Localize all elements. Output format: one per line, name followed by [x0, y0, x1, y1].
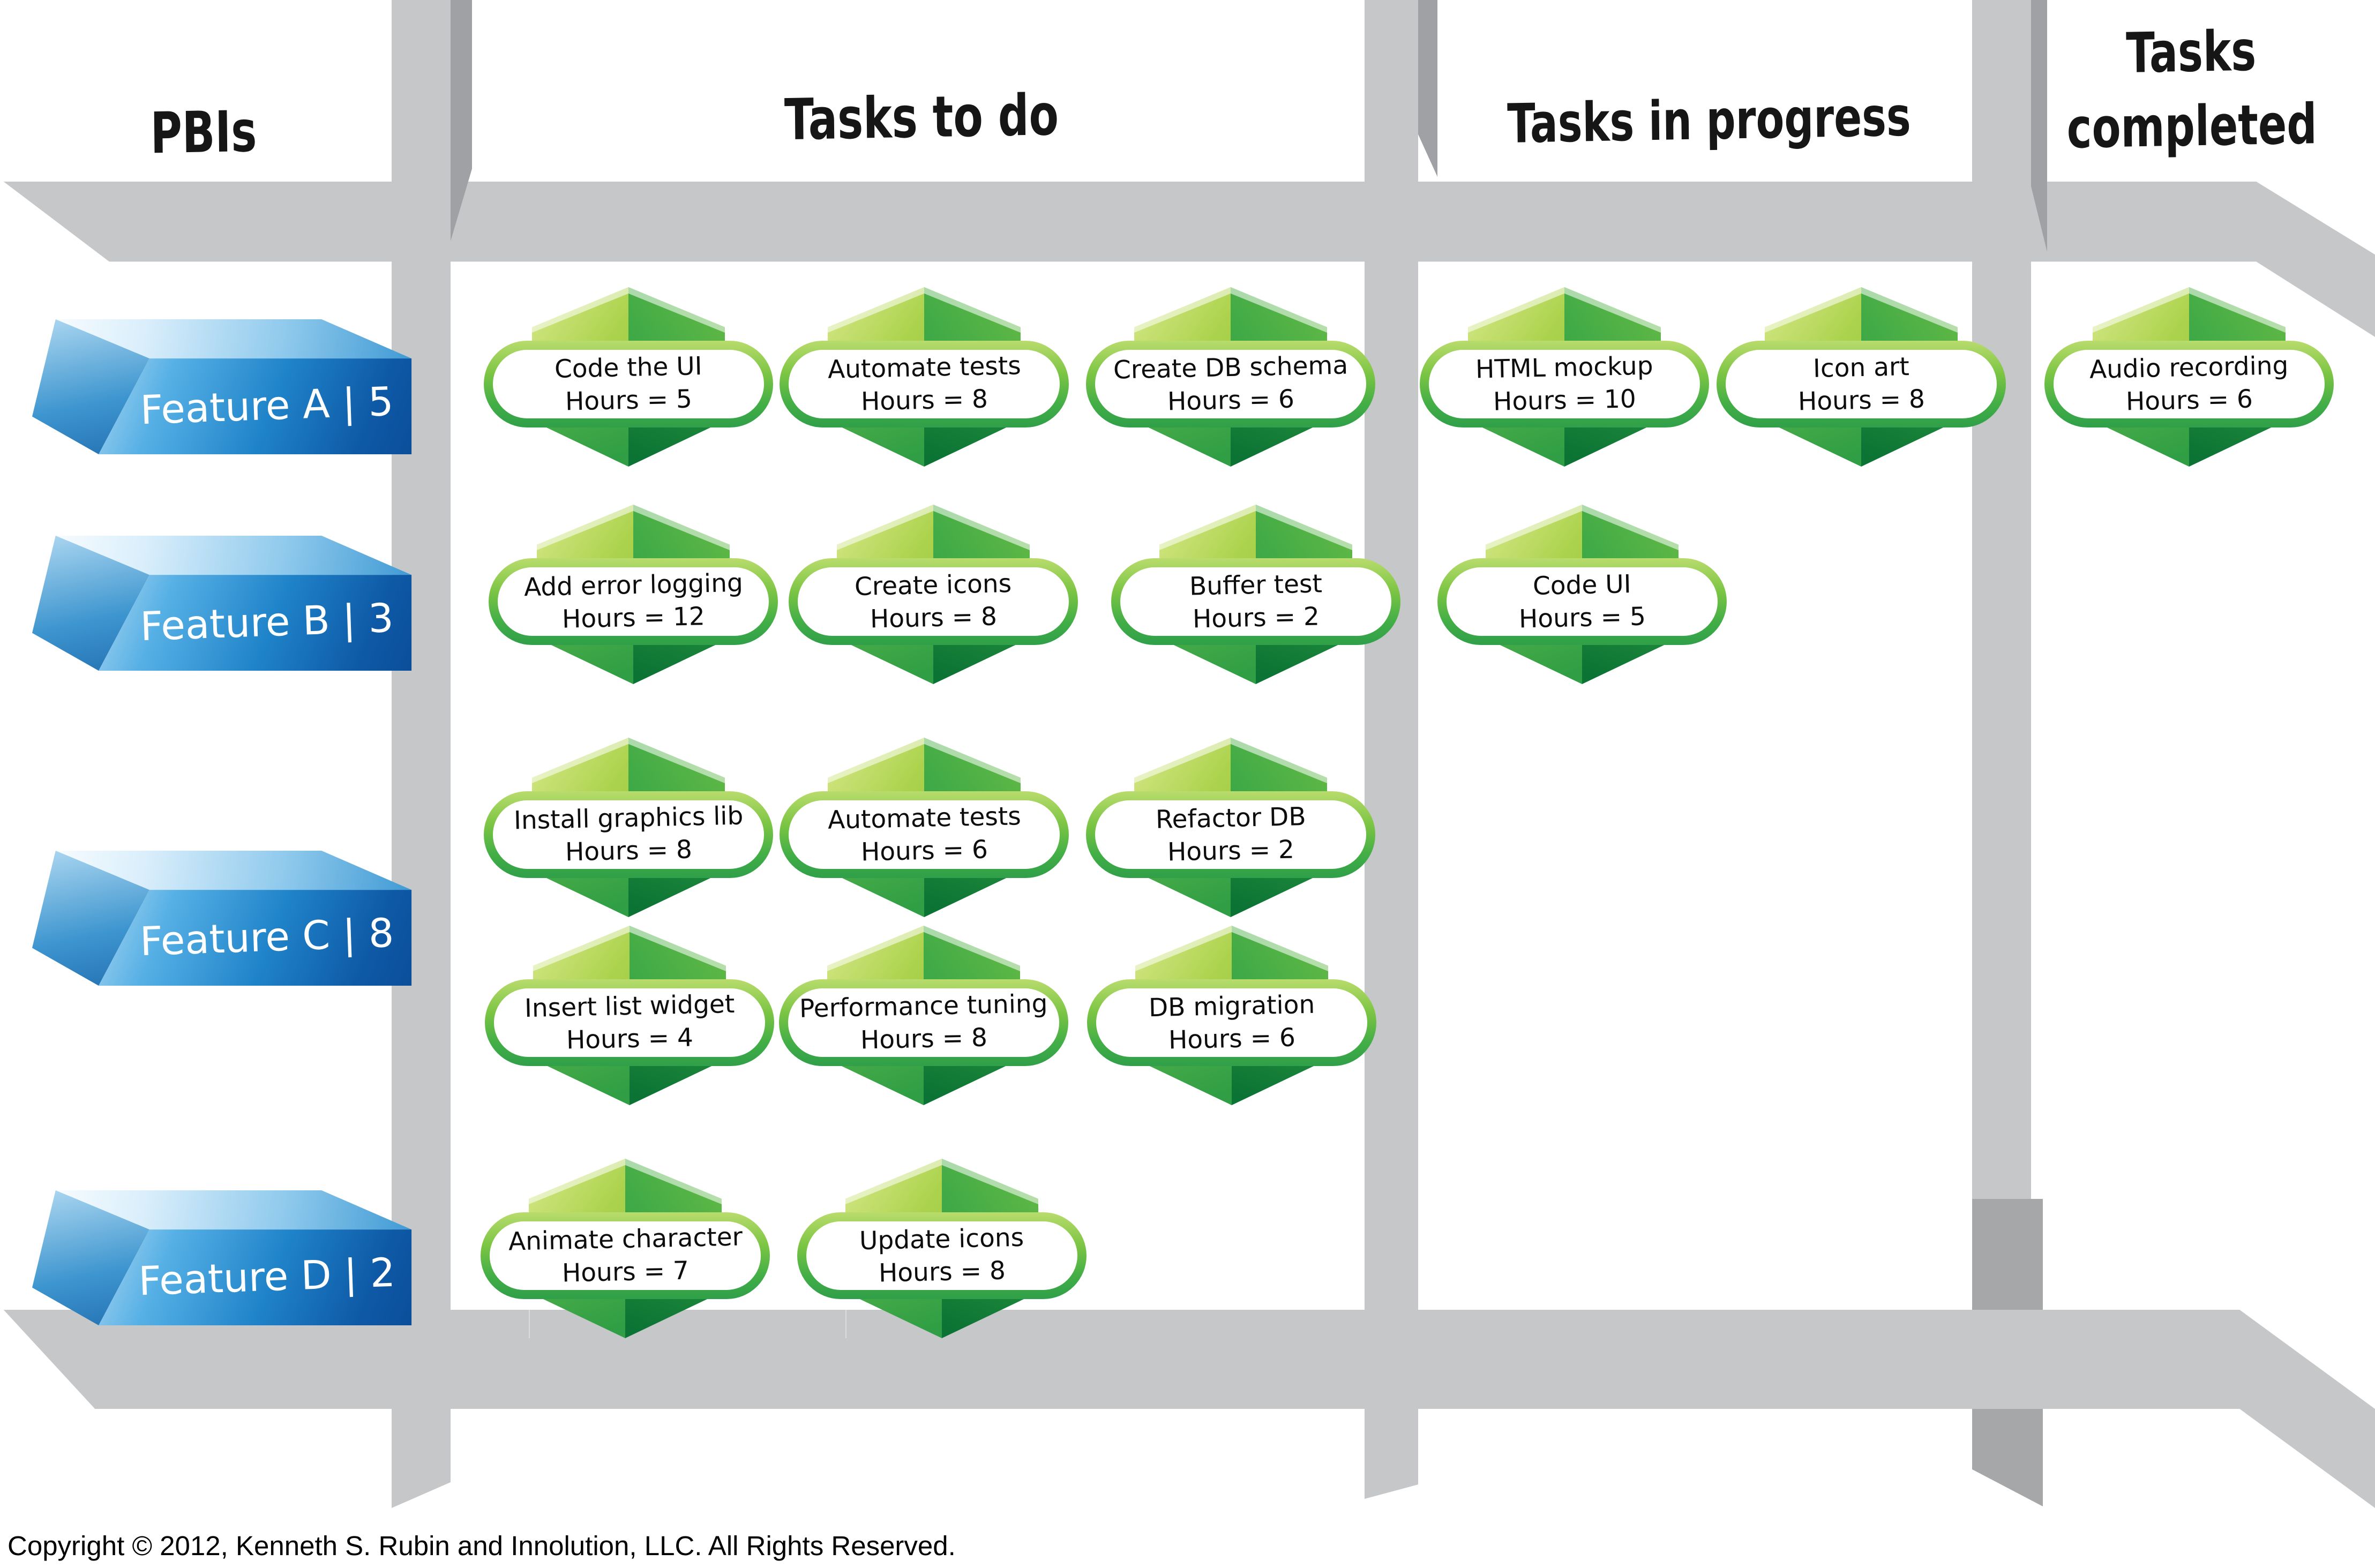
task-card[interactable]: Add error logging Hours = 12 — [489, 505, 778, 687]
task-pill: Add error logging Hours = 12 — [489, 558, 778, 645]
task-pill: Animate character Hours = 7 — [481, 1212, 770, 1299]
divider-beam-edge — [1418, 0, 1437, 177]
task-card[interactable]: Automate tests Hours = 6 — [780, 738, 1069, 920]
task-title: DB migration — [1148, 989, 1315, 1023]
task-pill: DB migration Hours = 6 — [1087, 979, 1376, 1066]
task-pill: Install graphics lib Hours = 8 — [484, 791, 773, 878]
task-title: Buffer test — [1189, 569, 1323, 602]
pbi-box-front-face — [99, 1229, 412, 1325]
pbi-label: Feature C | 8 — [139, 910, 395, 965]
task-title: HTML mockup — [1475, 351, 1654, 385]
pbi-label: Feature A | 5 — [139, 379, 394, 434]
divider-beam-pbis-todo — [392, 0, 451, 1409]
task-pill: Code the UI Hours = 5 — [484, 341, 773, 427]
task-hours: Hours = 6 — [1167, 384, 1294, 417]
task-hours: Hours = 6 — [860, 835, 988, 867]
task-hours: Hours = 5 — [1518, 602, 1646, 634]
task-hours: Hours = 8 — [870, 602, 997, 634]
task-title: Automate tests — [827, 801, 1021, 835]
task-hours: Hours = 8 — [860, 384, 988, 417]
task-hours: Hours = 8 — [565, 835, 692, 867]
task-pill: Buffer test Hours = 2 — [1111, 558, 1400, 645]
task-pill: Performance tuning Hours = 8 — [779, 979, 1068, 1066]
task-card[interactable]: Animate character Hours = 7 — [481, 1159, 770, 1341]
task-card[interactable]: Create icons Hours = 8 — [789, 505, 1078, 687]
task-pill: HTML mockup Hours = 10 — [1420, 341, 1709, 427]
task-pill: Audio recording Hours = 6 — [2044, 341, 2334, 427]
task-card[interactable]: Create DB schema Hours = 6 — [1086, 287, 1375, 469]
task-card[interactable]: Automate tests Hours = 8 — [780, 287, 1069, 469]
task-card[interactable]: Insert list widget Hours = 4 — [485, 926, 774, 1108]
task-hours: Hours = 2 — [1167, 835, 1294, 867]
task-hours: Hours = 8 — [1797, 384, 1925, 417]
task-pill: Automate tests Hours = 8 — [780, 341, 1069, 427]
task-card[interactable]: HTML mockup Hours = 10 — [1420, 287, 1709, 469]
divider-beam-todo-inprogress — [1365, 0, 1418, 1409]
task-hours: Hours = 8 — [878, 1256, 1006, 1288]
task-card[interactable]: Code UI Hours = 5 — [1437, 505, 1727, 687]
pbi-label: Feature D | 2 — [138, 1250, 396, 1305]
column-header-tasks-completed: Tasks completed — [2066, 19, 2318, 161]
task-card[interactable]: Buffer test Hours = 2 — [1111, 505, 1400, 687]
pbi-box-front-face — [99, 358, 412, 454]
task-pill: Create DB schema Hours = 6 — [1086, 341, 1375, 427]
task-hours: Hours = 12 — [561, 602, 705, 634]
task-hours: Hours = 6 — [2125, 384, 2253, 417]
task-pill: Automate tests Hours = 6 — [780, 791, 1069, 878]
task-hours: Hours = 8 — [860, 1023, 987, 1055]
task-title: Code the UI — [554, 351, 703, 384]
divider-beam-shaded-segment — [1972, 1199, 2043, 1310]
task-title: Automate tests — [827, 351, 1021, 385]
divider-beam-inprogress-completed — [1972, 0, 2031, 1409]
task-pill: Icon art Hours = 8 — [1717, 341, 2006, 427]
copyright-notice: Copyright © 2012, Kenneth S. Rubin and I… — [8, 1531, 956, 1561]
task-pill: Create icons Hours = 8 — [789, 558, 1078, 645]
task-title: Insert list widget — [524, 989, 735, 1024]
task-card[interactable]: Performance tuning Hours = 8 — [779, 926, 1068, 1108]
task-pill: Code UI Hours = 5 — [1437, 558, 1727, 645]
pbi-box-feature-c[interactable]: Feature C | 8 — [32, 851, 423, 986]
task-title: Code UI — [1532, 569, 1632, 601]
task-hours: Hours = 6 — [1168, 1023, 1295, 1055]
divider-beam-tail — [1365, 1409, 1418, 1499]
task-title: Icon art — [1812, 352, 1910, 384]
pbi-box-front-face — [99, 575, 412, 671]
pbi-box-feature-d[interactable]: Feature D | 2 — [32, 1190, 423, 1325]
task-title: Refactor DB — [1155, 802, 1306, 835]
task-card[interactable]: Code the UI Hours = 5 — [484, 287, 773, 469]
task-title: Install graphics lib — [513, 801, 744, 836]
pbi-box-feature-a[interactable]: Feature A | 5 — [32, 319, 423, 454]
task-pill: Insert list widget Hours = 4 — [485, 979, 774, 1066]
task-hours: Hours = 2 — [1192, 602, 1320, 634]
column-header-tasks-to-do: Tasks to do — [784, 81, 1059, 153]
task-card[interactable]: DB migration Hours = 6 — [1087, 926, 1376, 1108]
task-card[interactable]: Refactor DB Hours = 2 — [1086, 738, 1375, 920]
task-hours: Hours = 7 — [561, 1256, 689, 1288]
divider-beam-tail — [1972, 1409, 2043, 1506]
task-title: Add error logging — [523, 568, 743, 603]
column-header-tasks-in-progress: Tasks in progress — [1507, 85, 1912, 155]
pbi-box-feature-b[interactable]: Feature B | 3 — [32, 536, 423, 671]
task-card[interactable]: Audio recording Hours = 6 — [2044, 287, 2334, 469]
pbi-label: Feature B | 3 — [139, 595, 394, 650]
task-hours: Hours = 4 — [566, 1023, 693, 1055]
task-title: Animate character — [508, 1222, 743, 1257]
task-pill: Update icons Hours = 8 — [797, 1212, 1087, 1299]
task-card[interactable]: Icon art Hours = 8 — [1717, 287, 2006, 469]
task-hours: Hours = 5 — [565, 384, 692, 417]
divider-beam-tail — [392, 1409, 451, 1508]
task-title: Performance tuning — [799, 989, 1048, 1024]
column-header-pbis: PBIs — [150, 98, 257, 167]
task-card[interactable]: Install graphics lib Hours = 8 — [484, 738, 773, 920]
task-card[interactable]: Update icons Hours = 8 — [797, 1159, 1087, 1341]
task-title: Audio recording — [2089, 351, 2289, 385]
task-title: Create DB schema — [1113, 350, 1348, 385]
task-pill: Refactor DB Hours = 2 — [1086, 791, 1375, 878]
task-hours: Hours = 10 — [1493, 384, 1636, 417]
task-title: Create icons — [854, 568, 1013, 602]
task-title: Update icons — [859, 1222, 1025, 1256]
pbi-box-front-face — [99, 890, 412, 986]
